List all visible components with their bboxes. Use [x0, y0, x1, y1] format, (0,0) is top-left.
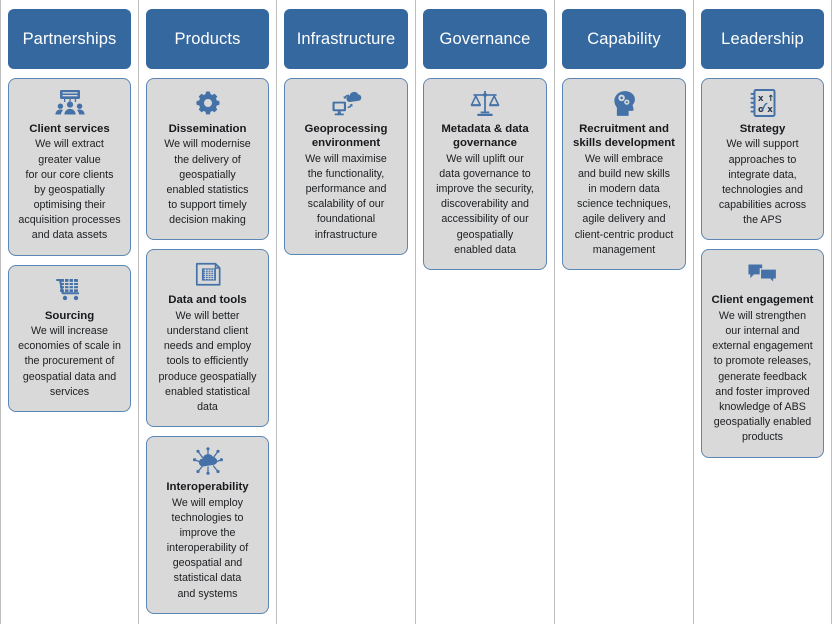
card-title: Geoprocessing environment	[304, 123, 388, 150]
column-header-label: Infrastructure	[296, 29, 396, 48]
card-recruitment-skills-development[interactable]: Recruitment and skills development We wi…	[562, 78, 686, 271]
presentation-audience-icon	[53, 88, 87, 118]
column-header-capability[interactable]: Capability	[562, 9, 686, 69]
column-header-governance[interactable]: Governance	[423, 9, 547, 69]
column-header-leadership[interactable]: Leadership	[701, 9, 824, 69]
column-header-label: Capability	[587, 29, 661, 48]
column-governance: Governance Metadata & data governance We…	[416, 0, 555, 624]
card-title: Dissemination	[168, 123, 247, 135]
cloud-network-icon	[191, 446, 225, 476]
card-title: Recruitment and skills development	[573, 123, 675, 150]
card-body: We will strengthen our internal and exte…	[712, 309, 813, 444]
speech-bubbles-icon	[746, 259, 780, 289]
svg-text:x: x	[758, 94, 764, 104]
card-interoperability[interactable]: Interoperability We will employ technolo…	[146, 436, 269, 614]
card-dissemination[interactable]: Dissemination We will modernise the deli…	[146, 78, 269, 241]
cloud-monitor-sync-icon	[329, 88, 363, 118]
svg-text:o: o	[758, 105, 764, 115]
card-title: Data and tools	[168, 294, 247, 307]
card-sourcing[interactable]: Sourcing We will increase economies of s…	[8, 264, 131, 412]
card-client-engagement[interactable]: Client engagement We will strengthen our…	[701, 249, 824, 458]
column-header-label: Leadership	[721, 29, 804, 48]
card-body: We will extract greater value for our co…	[18, 138, 121, 242]
card-body: We will embrace and build new skills in …	[574, 152, 674, 256]
card-title: Metadata & data governance	[441, 123, 529, 150]
card-metadata-data-governance[interactable]: Metadata & data governance We will uplif…	[423, 78, 547, 271]
column-products: Products Dissemination We will modernise…	[139, 0, 277, 624]
card-body: We will maximise the functionality, perf…	[305, 152, 387, 241]
svg-text:x: x	[767, 105, 773, 115]
head-with-gears-icon	[607, 88, 641, 118]
blueprint-map-icon	[191, 259, 225, 289]
card-strategy[interactable]: x ↑ o x Strategy We will support approac…	[701, 78, 824, 241]
card-client-services[interactable]: Client services We will extract greater …	[8, 78, 131, 256]
shopping-cart-icon	[53, 275, 87, 305]
column-header-partnerships[interactable]: Partnerships	[8, 9, 131, 69]
column-header-label: Partnerships	[22, 29, 117, 48]
card-title: Sourcing	[44, 309, 95, 322]
card-data-and-tools[interactable]: Data and tools We will better understand…	[146, 249, 269, 428]
scales-of-justice-icon	[468, 88, 502, 118]
card-title: Strategy	[739, 123, 786, 135]
column-leadership: Leadership x ↑ o	[694, 0, 832, 624]
card-geoprocessing-environment[interactable]: Geoprocessing environment We will maximi…	[284, 78, 408, 255]
strategy-playbook-icon: x ↑ o x	[746, 88, 780, 118]
column-partnerships: Partnerships Client	[0, 0, 139, 624]
svg-text:↑: ↑	[767, 94, 774, 104]
gear-icon	[191, 88, 225, 118]
column-capability: Capability Recruitment and skills develo…	[555, 0, 694, 624]
card-body: We will uplift our data governance to im…	[436, 152, 534, 256]
card-body: We will support approaches to integrate …	[718, 138, 807, 227]
column-header-products[interactable]: Products	[146, 9, 269, 69]
column-header-label: Products	[174, 29, 241, 48]
card-body: We will increase economies of scale in t…	[18, 325, 121, 398]
card-title: Client engagement	[711, 294, 814, 307]
column-header-infrastructure[interactable]: Infrastructure	[284, 9, 408, 69]
card-title: Interoperability	[166, 481, 249, 494]
card-body: We will better understand client needs a…	[158, 309, 257, 413]
card-body: We will employ technologies to improve t…	[166, 496, 249, 600]
column-infrastructure: Infrastructure Geoprocessing environment…	[277, 0, 416, 624]
card-body: We will modernise the delivery of geospa…	[164, 138, 251, 227]
column-header-label: Governance	[439, 29, 531, 48]
card-title: Client services	[29, 123, 110, 135]
